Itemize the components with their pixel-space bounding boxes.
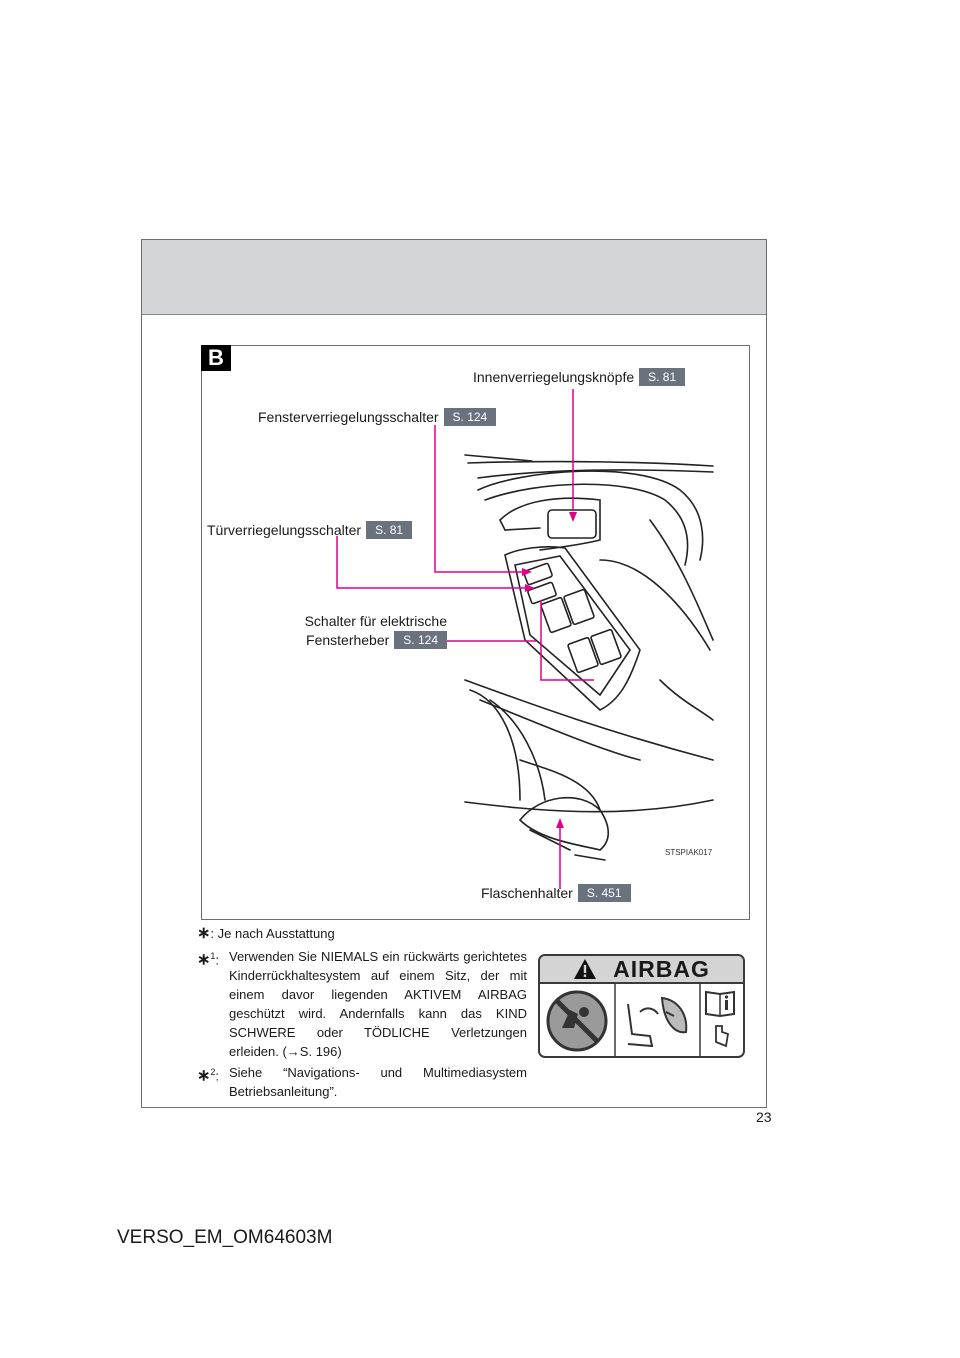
footnote-colon: :	[215, 952, 220, 968]
callout-label-line1: Schalter für elektrische	[304, 613, 447, 629]
airbag-pictograms	[546, 984, 735, 1056]
callout-label: Flaschenhalter	[481, 885, 573, 901]
callout-door-lock-switch: Türverriegelungsschalter S. 81	[207, 521, 413, 539]
footnote-equipment: ∗ : Je nach Ausstattung	[197, 924, 527, 943]
footnote-1: ∗1: Verwenden Sie NIEMALS ein rückwärts …	[197, 947, 527, 1061]
airbag-warning-label: AIRBAG	[538, 954, 745, 1058]
callout-window-lock-switch: Fensterverriegelungsschalter S. 124	[258, 408, 497, 426]
footnote-text: : Je nach Ausstattung	[210, 926, 335, 941]
footnote-text: Siehe “Navigations- und Multimediasystem…	[229, 1065, 527, 1099]
page-ref-link[interactable]: S. 81	[639, 368, 686, 386]
footnote-text: Verwenden Sie NIEMALS ein rückwärts geri…	[229, 949, 527, 1059]
door-panel-figure	[201, 345, 750, 920]
page-number: 23	[756, 1109, 772, 1125]
footnote-number: 1	[210, 951, 216, 961]
airbag-label-title: AIRBAG	[613, 955, 710, 982]
callout-label-line2: Fensterheber	[306, 632, 390, 648]
page-frame	[141, 239, 767, 1108]
page-ref-link[interactable]: S. 124	[443, 408, 497, 426]
asterisk-icon: ∗	[197, 925, 211, 942]
manual-info-icon	[705, 990, 735, 1048]
callout-inner-lock-knobs: Innenverriegelungsknöpfe S. 81	[473, 368, 686, 386]
airbag-label-header: AIRBAG	[540, 956, 743, 984]
callout-label: Türverriegelungsschalter	[207, 522, 362, 538]
asterisk-icon: ∗	[197, 951, 211, 969]
figure-code: STSPIAK017	[665, 848, 713, 857]
callout-label: Fensterverriegelungsschalter	[258, 409, 439, 425]
callout-label: Innenverriegelungsknöpfe	[473, 369, 635, 385]
warning-triangle-icon	[574, 959, 597, 979]
header-band	[142, 240, 766, 315]
page-ref-link[interactable]: S. 81	[366, 521, 413, 539]
footnotes: ∗ : Je nach Ausstattung ∗1: Verwenden Si…	[197, 924, 527, 1101]
footnote-mark: ∗1:	[197, 947, 229, 1061]
footnote-colon: :	[215, 1068, 220, 1084]
page-ref-link[interactable]: S. 124	[394, 631, 447, 649]
section-letter: B	[201, 345, 231, 371]
no-child-seat-icon	[546, 990, 608, 1052]
asterisk-icon: ∗	[197, 1067, 211, 1085]
footnote-2: ∗2: Siehe “Navigations- und Multimediasy…	[197, 1063, 527, 1101]
footnote-mark: ∗2:	[197, 1063, 229, 1101]
callout-bottle-holder: Flaschenhalter S. 451	[481, 884, 631, 902]
page-ref-link[interactable]: S. 451	[577, 884, 631, 902]
callout-power-window-switches: Schalter für elektrische Fensterheber S.…	[305, 613, 447, 649]
footnote-number: 2	[210, 1067, 216, 1077]
seat-airbag-icon	[627, 996, 688, 1048]
document-id: VERSO_EM_OM64603M	[117, 1227, 333, 1248]
